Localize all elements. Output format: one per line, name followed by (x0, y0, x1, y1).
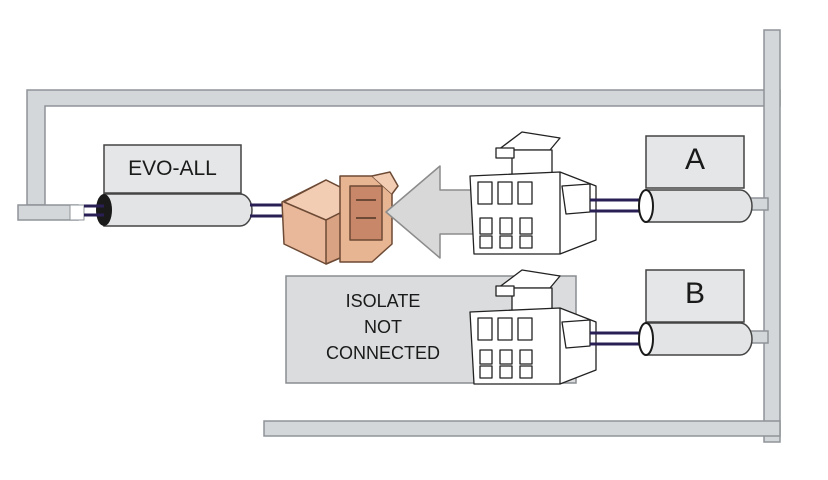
cable-sleeve-b (645, 322, 753, 356)
evo-cable-sleeve-end (96, 194, 112, 226)
cable-sleeve-b-end (638, 322, 654, 356)
evo-cable-sleeve (103, 193, 253, 227)
isolate-line-2: NOT (364, 317, 402, 337)
cable-sleeve-a (645, 189, 753, 223)
insertion-arrow (385, 165, 475, 259)
connector-a-label: A (684, 143, 705, 176)
evo-all-label: EVO-ALL (128, 157, 217, 180)
harness-connector-b (469, 269, 597, 385)
cable-sleeve-a-end (638, 189, 654, 223)
isolate-line-1: ISOLATE (345, 291, 421, 311)
isolate-line-3: CONNECTED (325, 343, 440, 363)
isolate-label: ISOLATE NOT CONNECTED (300, 288, 466, 366)
wires-b (590, 331, 640, 346)
connector-a-label-box (645, 135, 745, 189)
harness-connector-a (469, 131, 597, 255)
evo-all-module (103, 144, 242, 194)
connector-b-label: B (684, 277, 705, 310)
bus-vertical-rail (763, 29, 781, 443)
connector-b-label-box (645, 269, 745, 323)
evo-plug (281, 171, 399, 265)
bus-bottom-rail (263, 420, 781, 437)
bus-stub-left (17, 204, 79, 221)
wires-a (590, 198, 640, 213)
bus-stub-left-tip (69, 204, 85, 221)
